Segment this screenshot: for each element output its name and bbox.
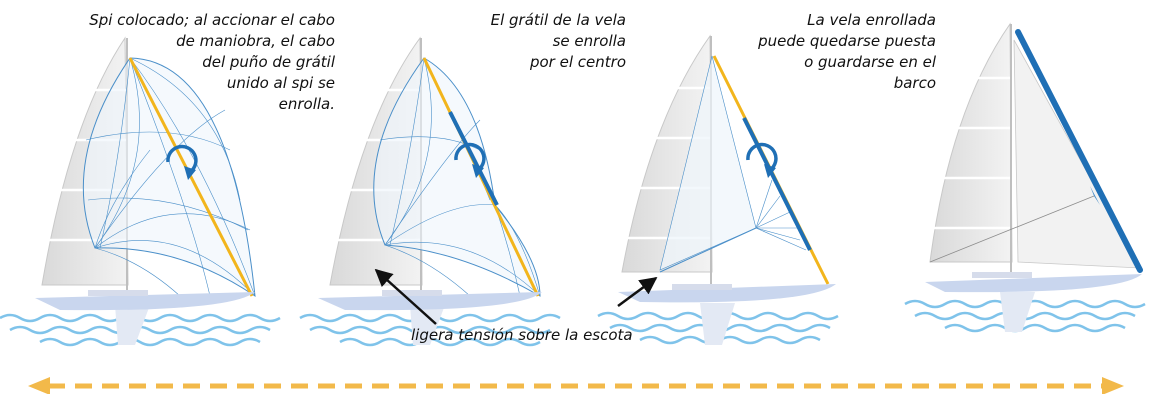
caption-line: Spi colocado; al accionar el cabo <box>89 11 335 29</box>
boat-step-2 <box>299 36 561 347</box>
boat-step-3 <box>597 34 839 345</box>
caption-line: por el centro <box>529 53 626 71</box>
caption-line: unido al spi se <box>226 74 335 92</box>
halyard-yellow <box>128 57 254 297</box>
caption-line: de maniobra, el cabo <box>176 32 335 50</box>
sheet-line <box>659 227 757 273</box>
caption-line: enrolla. <box>278 95 335 113</box>
caption-step-1: Spi colocado; al accionar el cabo de man… <box>89 10 335 115</box>
caption-line: o guardarse en el <box>804 53 936 71</box>
caption-line: El grátil de la vela <box>490 11 626 29</box>
rotation-arrow-icon <box>166 144 198 174</box>
sheet-tension-label: ligera tensión sobre la escota <box>411 326 633 344</box>
caption-line: se enrolla <box>552 32 626 50</box>
furled-luff <box>448 111 499 206</box>
caption-line: puede quedarse puesta <box>758 32 936 50</box>
caption-line: La vela enrollada <box>807 11 936 29</box>
rotation-arrow-icon <box>746 142 778 172</box>
hull <box>35 292 255 311</box>
rotation-arrow-icon <box>454 142 486 172</box>
double-arrow-icon <box>28 377 1124 394</box>
keel <box>115 305 150 345</box>
caption-line: del puño de grátil <box>202 53 335 71</box>
pointer-arrow-icon <box>374 268 658 325</box>
boat-step-1 <box>0 36 281 347</box>
gennaker <box>82 57 256 298</box>
caption-line: barco <box>893 74 936 92</box>
furled-gennaker <box>1015 29 1143 273</box>
furled-luff <box>742 117 812 251</box>
boat-step-4 <box>904 22 1146 333</box>
caption-step-3: La vela enrollada puede quedarse puesta … <box>758 10 936 94</box>
caption-step-2: El grátil de la vela se enrolla por el c… <box>491 10 626 73</box>
